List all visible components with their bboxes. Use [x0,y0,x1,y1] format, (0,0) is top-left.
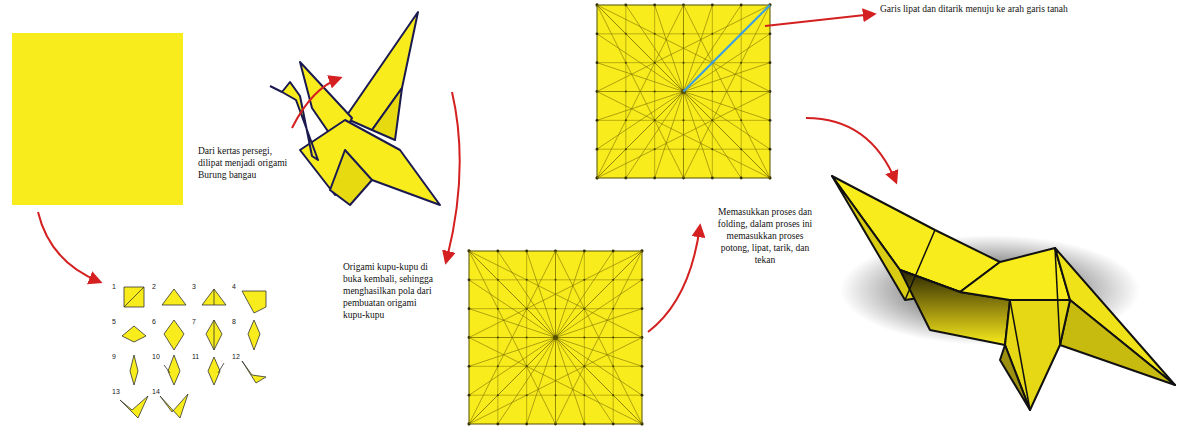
folding-steps [120,287,266,418]
step-number: 14 [152,388,160,395]
folded-model [832,176,1175,410]
step-number: 11 [192,353,199,360]
paper-square [12,33,183,205]
flow-arrows [38,14,896,332]
step-figure [202,289,226,305]
step-number: 9 [112,353,116,360]
step-figure [242,291,266,313]
step-number: 12 [232,353,240,360]
step-number: 1 [112,283,116,290]
step-figure [248,320,260,350]
step-figure [122,326,146,342]
step-number: 5 [112,318,116,325]
step-number: 2 [152,283,156,290]
caption-note: Dari kertas persegi, dilipat menjadi ori… [198,146,290,182]
step-figure [124,287,144,307]
crease-pattern [596,4,772,180]
crease-pattern [468,250,644,426]
step-number: 6 [152,318,156,325]
step-number: 4 [232,283,236,290]
step-figure [130,355,138,385]
caption-note: Garis lipat dan ditarik menuju ke arah g… [880,4,1076,16]
step-figure [120,396,148,418]
step-figure [162,289,186,305]
caption-note: Origami kupu-kupu di buka kembali, sehin… [343,262,439,321]
step-figure [164,355,180,385]
step-figure [206,320,222,350]
step-number: 8 [232,318,236,325]
step-figure [208,357,224,385]
caption-note: Memasukkan proses dan folding, dalam pro… [712,207,818,266]
step-number: 10 [152,353,160,360]
step-figure [164,320,184,350]
crane-figure [270,12,440,205]
step-number: 13 [112,388,120,395]
step-number: 3 [192,283,196,290]
step-figure [160,394,188,418]
step-number: 7 [192,318,196,325]
step-figure [242,361,266,383]
